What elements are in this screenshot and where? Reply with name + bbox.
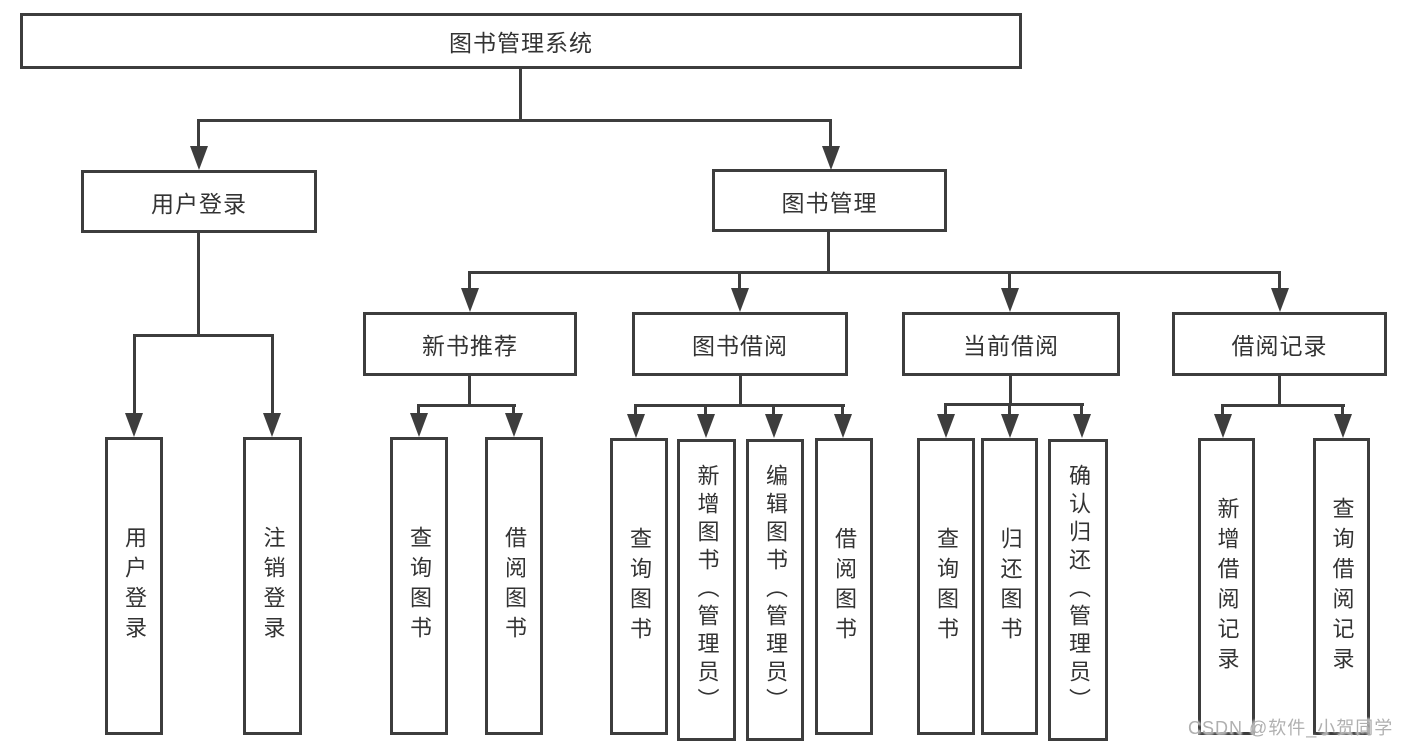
node-user-login: 用户登录 <box>81 170 317 233</box>
arrowhead <box>765 414 783 438</box>
connector-user-login-rail <box>133 334 274 337</box>
node-leaf-borrow-books-borrowing-label: 借阅图书 <box>832 526 857 647</box>
connector-arrow-stem <box>197 119 200 148</box>
node-leaf-user-login-label: 用户登录 <box>122 526 147 646</box>
node-borrowing-records: 借阅记录 <box>1172 312 1387 376</box>
arrowhead <box>1073 414 1091 438</box>
connector-arrow-stem <box>1341 404 1344 416</box>
node-leaf-query-books-recommend-label: 查询图书 <box>407 526 432 646</box>
node-leaf-query-books-current-label: 查询图书 <box>934 526 959 647</box>
arrowhead <box>1001 288 1019 312</box>
connector-arrow-stem <box>841 404 844 416</box>
arrowhead <box>505 413 523 437</box>
node-leaf-query-books-recommend: 查询图书 <box>390 437 448 735</box>
connector-borrowing-records-drop <box>1278 375 1281 407</box>
connector-arrow-stem <box>738 271 741 290</box>
node-current-borrowing-label: 当前借阅 <box>963 333 1059 359</box>
connector-arrow-stem <box>1221 404 1224 416</box>
connector-root-drop <box>519 69 522 121</box>
connector-arrow-stem <box>772 404 775 416</box>
node-leaf-return-book: 归还图书 <box>981 438 1038 735</box>
arrowhead <box>834 414 852 438</box>
node-book-management-label: 图书管理 <box>781 189 878 216</box>
arrowhead <box>822 146 840 170</box>
connector-arrow-stem <box>829 119 832 148</box>
node-leaf-add-borrow-record: 新增借阅记录 <box>1198 438 1255 735</box>
connector-new-book-drop <box>468 376 471 407</box>
node-leaf-borrow-books-recommend: 借阅图书 <box>485 437 543 735</box>
arrowhead <box>1271 288 1289 312</box>
arrowhead <box>731 288 749 312</box>
node-book-borrowing: 图书借阅 <box>632 312 848 376</box>
node-leaf-query-borrow-record-label: 查询借阅记录 <box>1329 496 1355 677</box>
connector-current-borrowing-drop <box>1009 376 1012 406</box>
arrowhead <box>1214 414 1232 438</box>
connector-arrow-stem <box>468 271 471 290</box>
node-leaf-logout-label: 注销登录 <box>260 526 286 646</box>
node-leaf-confirm-return-admin-label: 确认归还（管理员） <box>1066 464 1091 716</box>
node-leaf-confirm-return-admin: 确认归还（管理员） <box>1048 439 1108 741</box>
connector-root-rail <box>197 119 832 122</box>
arrowhead <box>461 288 479 312</box>
node-leaf-add-book-admin-label: 新增图书（管理员） <box>694 464 720 716</box>
node-leaf-query-books-borrowing-label: 查询图书 <box>627 526 652 647</box>
connector-arrow-stem <box>704 404 707 416</box>
node-root: 图书管理系统 <box>20 13 1022 69</box>
node-leaf-logout: 注销登录 <box>243 437 302 735</box>
node-leaf-borrow-books-recommend-label: 借阅图书 <box>502 526 527 646</box>
connector-arrow-stem <box>944 403 947 416</box>
connector-arrow-stem <box>1080 403 1083 416</box>
connector-arrow-stem <box>271 334 274 415</box>
arrowhead <box>190 146 208 170</box>
arrowhead <box>937 414 955 438</box>
node-leaf-add-book-admin: 新增图书（管理员） <box>677 439 736 741</box>
arrowhead <box>697 414 715 438</box>
node-leaf-query-borrow-record: 查询借阅记录 <box>1313 438 1370 735</box>
node-leaf-edit-book-admin: 编辑图书（管理员） <box>746 439 804 741</box>
arrowhead <box>1001 414 1019 438</box>
node-new-book-recommend-label: 新书推荐 <box>422 333 518 359</box>
connector-arrow-stem <box>417 404 420 415</box>
connector-borrowing-records-rail <box>1221 404 1345 407</box>
connector-book-management-drop <box>827 232 830 274</box>
node-current-borrowing: 当前借阅 <box>902 312 1120 376</box>
arrowhead <box>125 413 143 437</box>
connector-current-borrowing-rail <box>944 403 1084 406</box>
connector-book-borrowing-drop <box>739 376 742 407</box>
connector-user-login-drop <box>197 233 200 337</box>
node-book-borrowing-label: 图书借阅 <box>692 333 788 359</box>
node-leaf-user-login: 用户登录 <box>105 437 163 735</box>
connector-arrow-stem <box>133 334 136 415</box>
node-new-book-recommend: 新书推荐 <box>363 312 577 376</box>
arrowhead <box>627 414 645 438</box>
node-book-management: 图书管理 <box>712 169 947 232</box>
connector-arrow-stem <box>634 404 637 416</box>
node-leaf-add-borrow-record-label: 新增借阅记录 <box>1214 496 1240 677</box>
node-leaf-edit-book-admin-label: 编辑图书（管理员） <box>763 464 788 716</box>
node-leaf-query-books-borrowing: 查询图书 <box>610 438 668 735</box>
node-leaf-borrow-books-borrowing: 借阅图书 <box>815 438 873 735</box>
arrowhead <box>1334 414 1352 438</box>
connector-book-management-rail <box>468 271 1281 274</box>
watermark: CSDN @软件_小贺同学 <box>1188 718 1394 738</box>
node-leaf-return-book-label: 归还图书 <box>997 526 1023 647</box>
node-user-login-label: 用户登录 <box>151 190 247 217</box>
connector-arrow-stem <box>512 404 515 415</box>
node-leaf-query-books-current: 查询图书 <box>917 438 975 735</box>
connector-arrow-stem <box>1008 403 1011 416</box>
node-root-label: 图书管理系统 <box>449 30 593 56</box>
arrowhead <box>410 413 428 437</box>
arrowhead <box>263 413 281 437</box>
connector-book-borrowing-rail <box>634 404 845 407</box>
node-borrowing-records-label: 借阅记录 <box>1231 333 1328 359</box>
connector-new-book-rail <box>417 404 516 407</box>
connector-arrow-stem <box>1278 271 1281 290</box>
connector-arrow-stem <box>1008 271 1011 290</box>
